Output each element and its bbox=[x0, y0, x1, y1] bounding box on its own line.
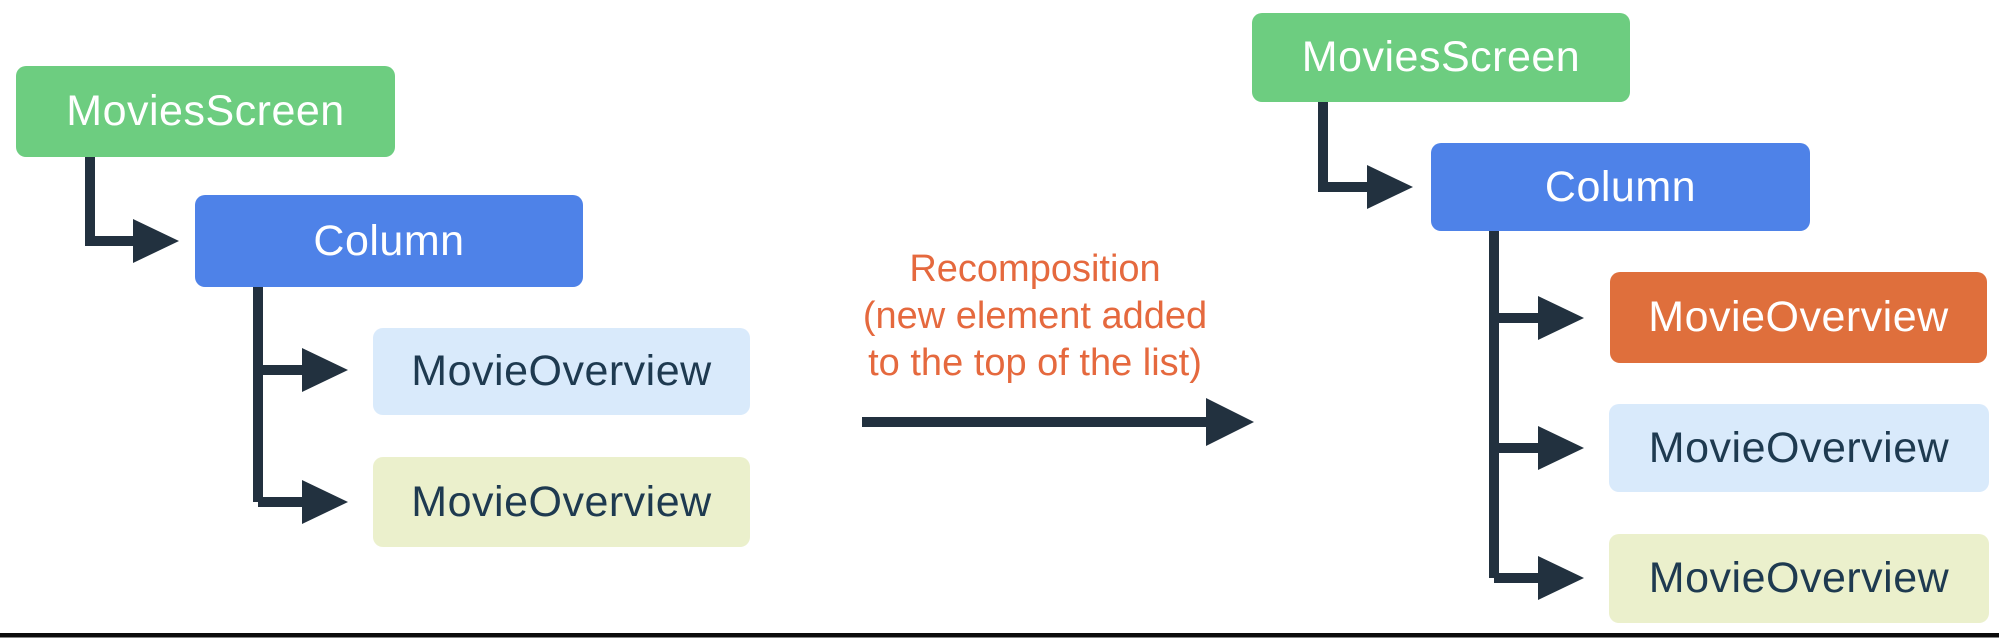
left-branch1-arrowhead-icon bbox=[302, 348, 348, 392]
annotation-line-3: to the top of the list) bbox=[868, 342, 1202, 384]
bottom-divider bbox=[0, 633, 1999, 638]
right-node-movie-overview-2: MovieOverview bbox=[1609, 534, 1989, 623]
right-node-movies-screen: MoviesScreen bbox=[1252, 13, 1630, 102]
right-branch1-arrowhead-icon bbox=[1538, 296, 1584, 340]
right-node-column: Column bbox=[1431, 143, 1810, 231]
right-node-movie-overview-new: MovieOverview bbox=[1610, 272, 1987, 363]
left-node-movie-overview-2: MovieOverview bbox=[373, 457, 750, 547]
left-elbow-connector bbox=[85, 157, 133, 246]
recomposition-arrowhead-icon bbox=[1206, 398, 1254, 446]
right-branch2-arrowhead-icon bbox=[1538, 426, 1584, 470]
right-elbow-connector bbox=[1318, 102, 1367, 192]
left-elbow-arrowhead-icon bbox=[133, 219, 179, 263]
recomposition-annotation: Recomposition (new element added to the … bbox=[810, 246, 1260, 387]
left-node-movies-screen: MoviesScreen bbox=[16, 66, 395, 157]
left-node-movie-overview-1: MovieOverview bbox=[373, 328, 750, 415]
right-branch3-arrowhead-icon bbox=[1538, 556, 1584, 600]
annotation-line-1: Recomposition bbox=[909, 248, 1161, 290]
annotation-line-2: (new element added bbox=[862, 295, 1208, 337]
left-node-column: Column bbox=[195, 195, 583, 287]
left-branch2-arrowhead-icon bbox=[302, 480, 348, 524]
right-node-movie-overview-1: MovieOverview bbox=[1609, 404, 1989, 492]
right-elbow-arrowhead-icon bbox=[1367, 165, 1413, 209]
